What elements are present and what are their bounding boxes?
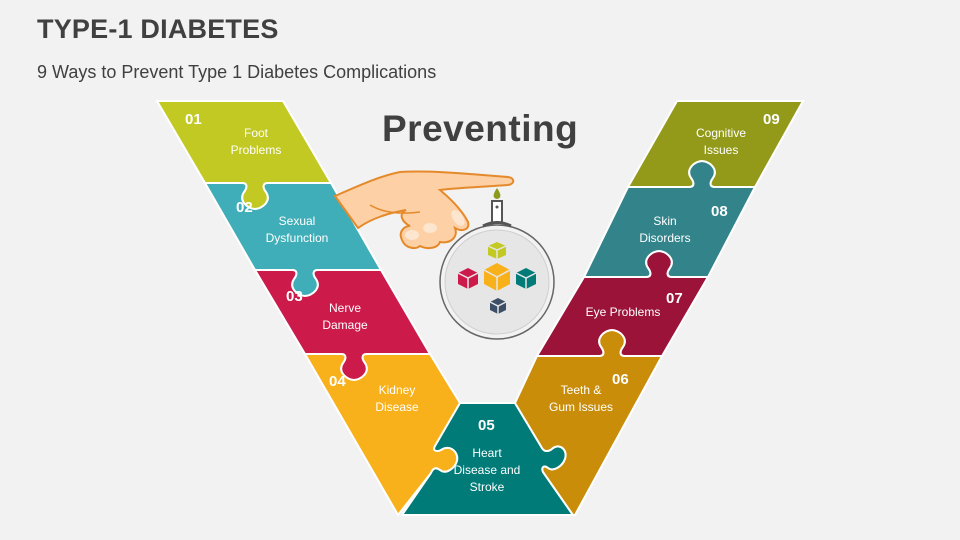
cube-icon-amber bbox=[483, 263, 511, 291]
piece-number-02: 02 bbox=[236, 199, 253, 216]
piece-number-07: 07 bbox=[666, 290, 683, 307]
piece-number-06: 06 bbox=[612, 371, 629, 388]
center-title-preventing: Preventing bbox=[382, 108, 579, 149]
puzzle-piece-09 bbox=[626, 100, 805, 188]
piece-label-09: Cognitive Issues bbox=[695, 126, 747, 157]
piece-label-02: Sexual Dysfunction bbox=[265, 214, 329, 245]
piece-number-01: 01 bbox=[185, 111, 202, 128]
slide-title: TYPE-1 DIABETES bbox=[37, 14, 279, 44]
piece-label-07: Eye Problems bbox=[585, 305, 661, 319]
piece-label-08: Skin Disorders bbox=[639, 214, 691, 245]
piece-label-04: Kidney Disease bbox=[375, 383, 419, 414]
piece-label-05: Heart Disease and Stroke bbox=[453, 446, 521, 494]
slide-subtitle: 9 Ways to Prevent Type 1 Diabetes Compli… bbox=[37, 62, 437, 82]
cube-icon-slate bbox=[489, 298, 507, 314]
piece-label-03: Nerve Damage bbox=[322, 301, 368, 332]
piece-number-04: 04 bbox=[329, 373, 346, 390]
cube-icon-teal bbox=[515, 268, 537, 289]
piece-number-08: 08 bbox=[711, 203, 728, 220]
piece-label-01: Foot Problems bbox=[230, 126, 282, 157]
cube-icon-crimson bbox=[457, 268, 479, 289]
cube-icon-lime bbox=[487, 242, 507, 259]
piece-number-03: 03 bbox=[286, 288, 303, 305]
glucose-meter-icon bbox=[439, 188, 555, 340]
pointing-hand-icon bbox=[333, 170, 515, 250]
piece-number-09: 09 bbox=[763, 111, 780, 128]
piece-label-06: Teeth & Gum Issues bbox=[548, 383, 614, 414]
piece-number-05: 05 bbox=[478, 417, 495, 434]
